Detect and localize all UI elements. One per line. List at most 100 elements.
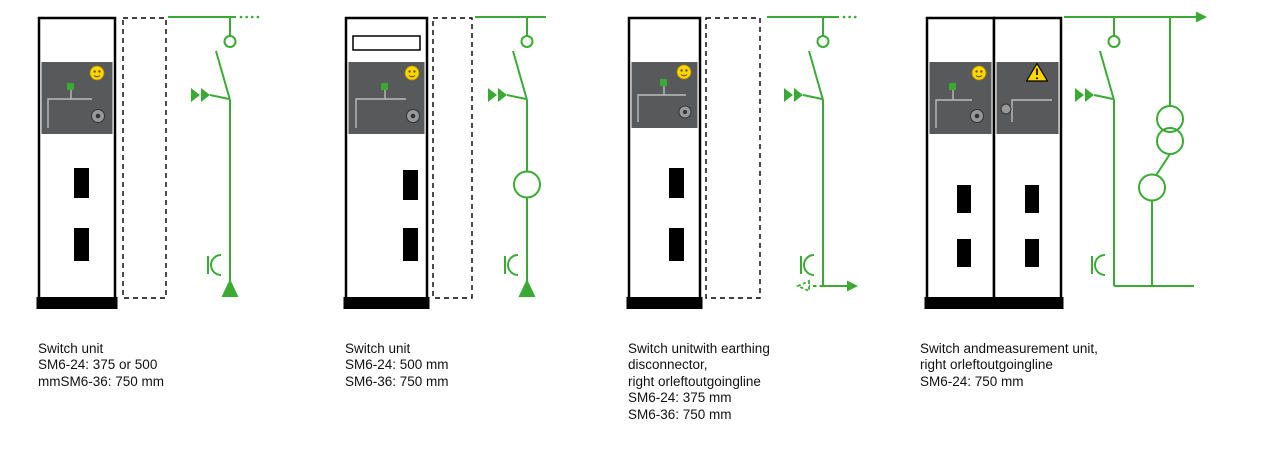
switch-arrow-link — [802, 94, 823, 100]
indicator-mark — [93, 75, 101, 78]
caption-line: Switch andmeasurement unit, — [920, 341, 1098, 356]
switch-blade — [215, 50, 231, 101]
ventilation-slot — [403, 170, 418, 200]
mimic-lines — [637, 86, 686, 122]
switch-measurement-unit — [924, 11, 1207, 309]
indicator-dot — [413, 70, 416, 73]
mimic-green-element — [660, 79, 667, 86]
switch-unit-1 — [36, 15, 261, 309]
ventilation-slot — [1025, 185, 1039, 213]
cabinet-base — [924, 297, 1064, 309]
ventilation-slot — [669, 228, 684, 261]
ventilation-slot — [957, 239, 971, 267]
switch-arrow-icon — [784, 88, 793, 102]
caption-unit-2: Switch unit SM6-24: 500 mm SM6-36: 750 m… — [345, 341, 449, 390]
mechanism-socket-center — [974, 113, 980, 119]
switch-arrow-link — [506, 94, 527, 100]
caption-line: right orleftoutgoingline — [628, 373, 761, 389]
mechanism-socket-center — [410, 113, 416, 119]
switch-arrow-icon — [1075, 88, 1084, 102]
indicator-dot — [975, 70, 978, 73]
busbar-arrow-icon — [1196, 11, 1207, 23]
switchgear-diagrams — [36, 11, 1207, 309]
status-indicator-icon — [404, 65, 420, 81]
mimic-green-element — [381, 83, 388, 90]
caption-line: Switch unit — [345, 341, 411, 356]
caption-line: disconnector, — [628, 357, 708, 373]
indicator-dot — [408, 70, 411, 73]
indicator-mark — [408, 75, 416, 78]
switch-arrow-icon — [1085, 88, 1094, 102]
switch-arrow-icon — [191, 88, 200, 102]
status-indicator-icon — [89, 65, 105, 81]
ventilation-slot — [957, 185, 971, 213]
mimic-green-element — [67, 83, 74, 90]
indicator-dot — [980, 70, 983, 73]
cabinet-base — [626, 297, 703, 309]
transformer-circle — [1156, 105, 1184, 133]
cabinet-base — [343, 297, 430, 309]
ventilation-slot — [669, 168, 684, 198]
earthing-arc — [1094, 254, 1106, 276]
ventilation-slot — [403, 228, 418, 261]
control-panel-right — [996, 62, 1059, 134]
earthing-arc — [507, 254, 519, 276]
outgoing-arrow-left-dashed-icon — [795, 279, 810, 293]
mimic-lines — [47, 90, 92, 128]
caption-line: Switch unitwith earthing — [628, 341, 770, 356]
indicator-dot — [93, 70, 96, 73]
cable-termination — [221, 279, 239, 297]
caption-line: right orleftoutgoingline — [920, 357, 1053, 373]
switch-blade — [1099, 50, 1115, 101]
mimic-lines — [1011, 99, 1052, 122]
caption-unit-4: Switch andmeasurement unit, right orleft… — [920, 341, 1098, 390]
caption-line: Switch unit — [38, 341, 104, 356]
extension-dashed-outline — [432, 17, 473, 299]
ventilation-slot — [74, 168, 89, 198]
switch-arrow-icon — [498, 88, 507, 102]
caption-line: SM6-24: 375 mm — [628, 390, 732, 406]
earthing-arc — [803, 254, 815, 276]
switch-arrow-link — [209, 94, 230, 100]
mimic-lines — [935, 90, 972, 128]
label-window — [352, 35, 421, 51]
cable-termination — [518, 279, 536, 297]
cabinet — [627, 16, 702, 301]
extension-dashed-outline — [705, 17, 761, 299]
caption-line: SM6-24: 750 mm — [920, 373, 1024, 389]
caption-unit-1: Switch unit SM6-24: 375 or 500 mmSM6-36:… — [38, 341, 164, 390]
instrument-circle — [513, 170, 541, 199]
caption-line: SM6-24: 500 mm — [345, 357, 449, 373]
switch-unit-3-earthing — [626, 15, 862, 309]
mechanism-socket-center — [682, 109, 688, 115]
indicator-mark — [975, 75, 983, 78]
contact-circle — [816, 35, 830, 48]
ventilation-slot — [1025, 239, 1039, 267]
caption-line: SM6-24: 375 or 500 — [38, 357, 158, 373]
switch-blade — [512, 50, 528, 101]
contact-circle — [223, 35, 237, 48]
warning-exclamation-dot — [1036, 77, 1038, 80]
switch-blade — [808, 50, 824, 101]
cabinet-base — [36, 297, 118, 309]
caption-line: SM6-36: 750 mm — [345, 373, 449, 389]
indicator-dot — [685, 69, 688, 72]
caption-unit-3: Switch unitwith earthing disconnector, r… — [628, 341, 770, 423]
switch-arrow-icon — [488, 88, 497, 102]
mechanism-socket — [1000, 103, 1012, 115]
earthing-arc — [210, 254, 222, 276]
caption-line: mmSM6-36: 750 mm — [38, 373, 165, 389]
switch-arrow-link — [1093, 94, 1114, 100]
ventilation-slot — [74, 228, 89, 261]
extension-dashed-outline — [122, 17, 167, 299]
switch-arrow-icon — [201, 88, 210, 102]
switch-unit-2 — [343, 16, 546, 309]
indicator-dot — [98, 70, 101, 73]
indicator-mark — [680, 74, 688, 77]
vt-link-line — [1155, 153, 1171, 177]
status-indicator-icon — [971, 65, 987, 81]
contact-circle — [520, 35, 534, 48]
mimic-green-element — [949, 83, 956, 90]
caption-line: SM6-36: 750 mm — [628, 406, 732, 422]
